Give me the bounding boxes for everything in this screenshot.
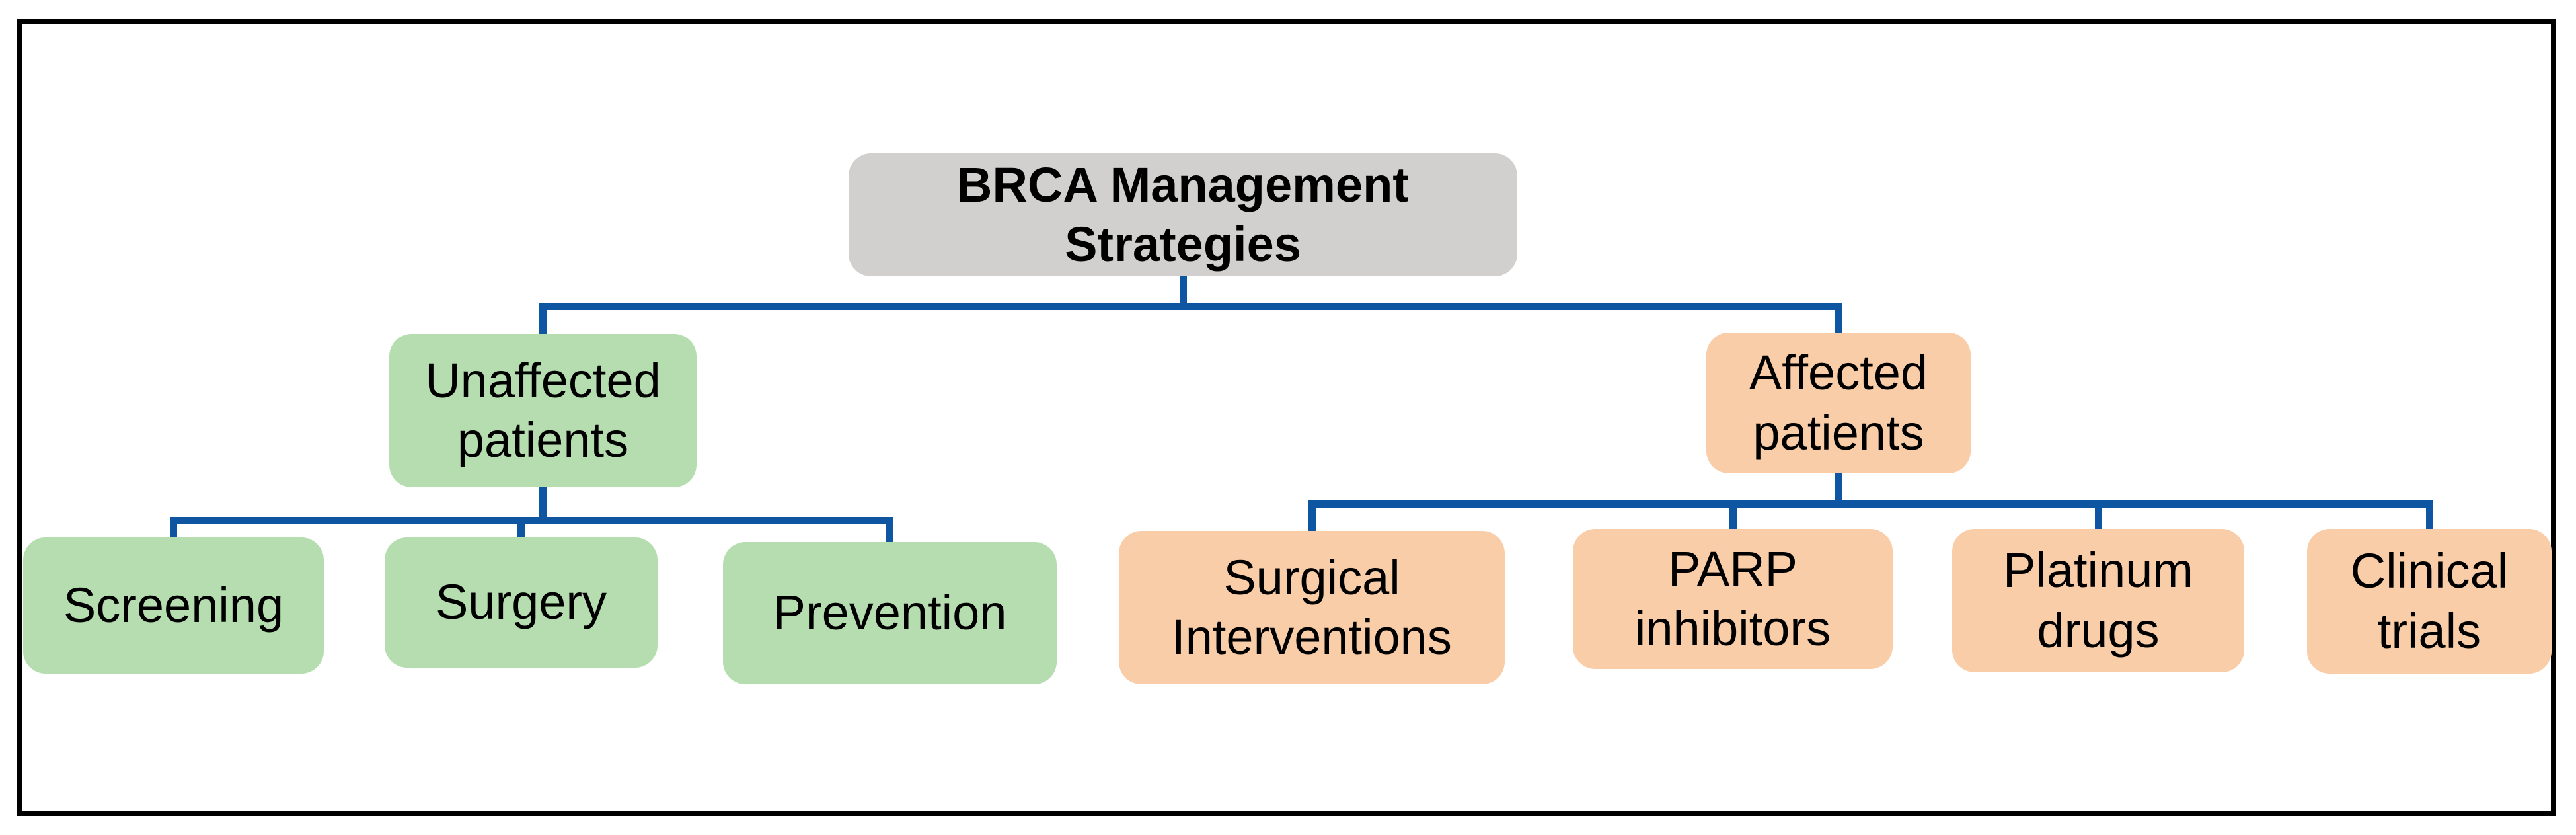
connector-affected-stub — [1835, 472, 1842, 508]
node-affected-patients-label: Affected patients — [1749, 345, 1928, 460]
connector-drop-affected — [1835, 303, 1842, 335]
connector-drop-surgery — [517, 517, 525, 539]
connector-drop-platinum-drugs — [2095, 500, 2102, 530]
node-parp-inhibitors-label: PARP inhibitors — [1634, 541, 1831, 656]
node-unaffected-patients: Unaffected patients — [389, 334, 697, 487]
connector-unaffected-horizontal — [170, 517, 893, 524]
connector-drop-prevention — [886, 517, 893, 543]
node-unaffected-patients-label: Unaffected patients — [425, 352, 661, 467]
connector-unaffected-stub — [539, 487, 547, 524]
node-prevention-label: Prevention — [773, 585, 1007, 641]
node-screening-label: Screening — [63, 577, 284, 633]
connector-drop-unaffected — [539, 303, 547, 336]
node-brca-management-strategies-label: BRCA Management Strategies — [957, 157, 1409, 272]
node-clinical-trials: Clinical trials — [2307, 529, 2552, 674]
node-surgical-interventions-label: Surgical Interventions — [1172, 549, 1452, 664]
node-platinum-drugs: Platinum drugs — [1952, 529, 2244, 672]
node-prevention: Prevention — [723, 542, 1057, 684]
node-surgery: Surgery — [385, 537, 658, 668]
connector-root-stub — [1180, 274, 1187, 310]
node-affected-patients: Affected patients — [1706, 333, 1971, 473]
node-platinum-drugs-label: Platinum drugs — [2003, 543, 2193, 658]
node-surgery-label: Surgery — [435, 575, 607, 630]
connector-drop-screening — [170, 517, 177, 539]
connector-main-horizontal — [539, 303, 1842, 310]
connector-drop-parp-inhibitors — [1729, 500, 1737, 530]
connector-affected-horizontal — [1308, 500, 2433, 508]
connector-drop-clinical-trials — [2426, 500, 2433, 530]
node-brca-management-strategies: BRCA Management Strategies — [849, 153, 1517, 276]
node-surgical-interventions: Surgical Interventions — [1119, 531, 1505, 684]
node-screening: Screening — [23, 537, 324, 674]
node-clinical-trials-label: Clinical trials — [2350, 543, 2509, 658]
node-parp-inhibitors: PARP inhibitors — [1573, 529, 1893, 669]
connector-drop-surgical-interventions — [1308, 500, 1316, 532]
